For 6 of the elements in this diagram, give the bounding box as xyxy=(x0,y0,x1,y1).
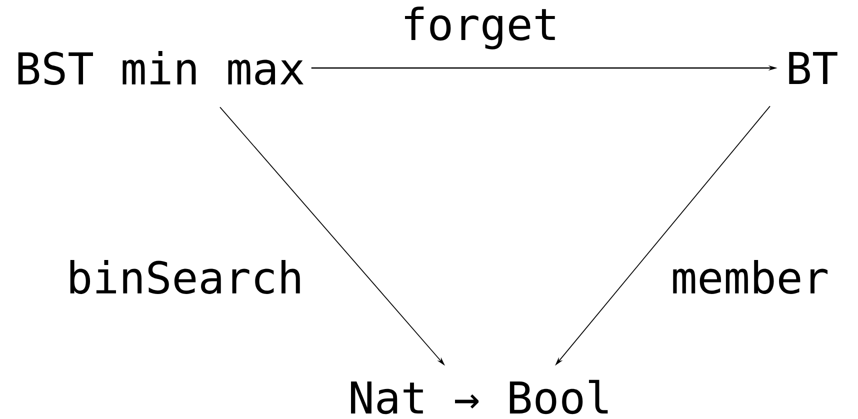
math-term: Nat → Bool xyxy=(351,380,608,414)
edge-label: member xyxy=(668,258,832,296)
math-term: BT xyxy=(789,52,838,84)
math-term: BST min max xyxy=(18,51,304,85)
edge-label: forget xyxy=(398,4,562,52)
edge-label: binSearch xyxy=(64,258,306,296)
